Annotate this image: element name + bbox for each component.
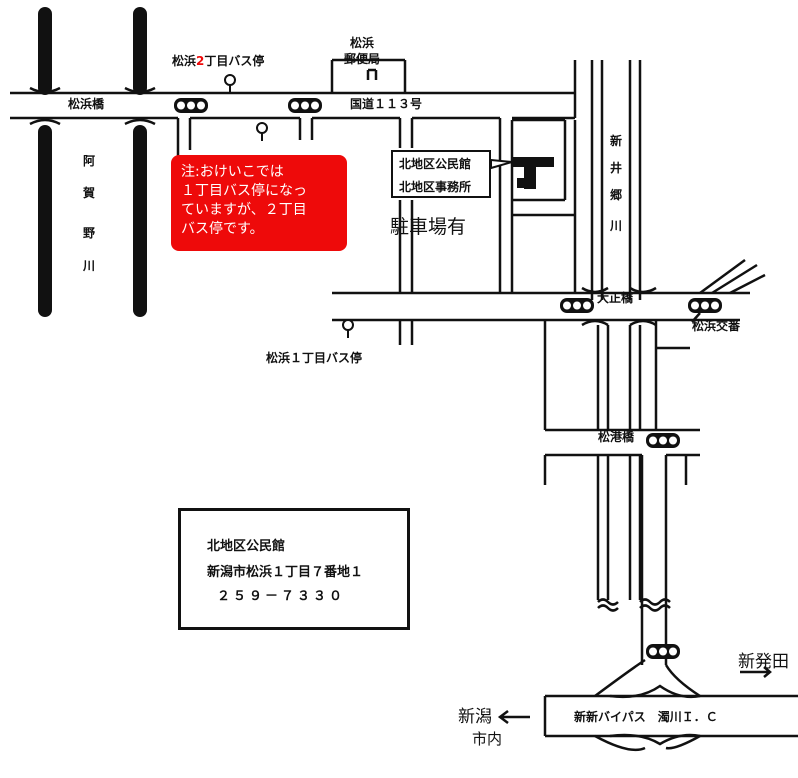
bus-stop-1-label: 松浜１丁目バス停 xyxy=(266,350,362,365)
parking-label: 駐車場有 xyxy=(390,216,466,238)
facility-address: 新潟市松浜１丁目７番地１ xyxy=(207,565,364,580)
traffic-signal-icon xyxy=(688,298,722,313)
shin-igo-river-char: 井 xyxy=(610,160,622,175)
aga-river-char: 野 xyxy=(83,226,95,240)
shin-igo-river-char: 川 xyxy=(609,219,622,233)
facility-phone: ２５９－７３３０ xyxy=(217,589,346,604)
post-office-road xyxy=(330,58,407,93)
note-line: １丁目バス停になっ xyxy=(181,183,307,199)
bypass-label: 新新バイパス 濁川Ｉ．Ｃ xyxy=(574,709,718,724)
bypass-road xyxy=(543,658,798,752)
post-office-label-1: 松浜 xyxy=(350,35,374,50)
bus-stop-icon xyxy=(342,319,354,338)
shin-igo-river-char: 郷 xyxy=(610,188,622,202)
traffic-signal-icon xyxy=(646,433,680,448)
niigata-label-2: 市内 xyxy=(472,730,502,748)
route-113-road xyxy=(10,86,575,126)
arrow-left-icon xyxy=(497,710,530,724)
traffic-signal-icon xyxy=(288,98,322,113)
taisho-bridge-road xyxy=(575,258,766,327)
traffic-signal-icon xyxy=(560,298,594,313)
note-line: ていますが、２丁目 xyxy=(181,202,307,218)
aga-river-char: 川 xyxy=(82,259,95,273)
matsuhama-bridge-label: 松浜橋 xyxy=(68,96,105,111)
bus-stop-icon xyxy=(256,122,268,141)
arrow-right-icon xyxy=(740,666,772,678)
note-callout: 注:おけいこでは １丁目バス停になっ ていますが、２丁目 バス停です。 xyxy=(171,155,347,251)
note-line: バス停です。 xyxy=(181,221,264,237)
shin-igo-river xyxy=(590,60,642,600)
post-office-label-2: 郵便局 xyxy=(344,51,380,66)
kominkan-site xyxy=(510,118,567,202)
jimusho-label: 北地区事務所 xyxy=(399,180,472,194)
bus-stop-2-label: 松浜2丁目バス停 xyxy=(172,53,264,68)
aga-river-char: 賀 xyxy=(82,185,95,200)
bus-stop-1-street xyxy=(332,291,575,322)
facility-name: 北地区公民館 xyxy=(207,539,286,554)
matsuko-bridge-label: 松港橋 xyxy=(598,429,635,444)
address-info-box: 北地区公民館 新潟市松浜１丁目７番地１ ２５９－７３３０ xyxy=(178,508,410,630)
office-label-box: 北地区公民館 北地区事務所 xyxy=(391,150,491,198)
shin-igo-river-char: 新 xyxy=(610,133,622,148)
traffic-signal-icon xyxy=(174,98,208,113)
kominkan-label: 北地区公民館 xyxy=(399,157,472,171)
traffic-signal-icon xyxy=(646,644,680,659)
aga-river-char: 阿 xyxy=(83,154,95,168)
break-marks xyxy=(597,598,671,612)
shibata-label: 新発田 xyxy=(738,652,789,672)
note-line: 注:おけいこでは xyxy=(181,164,284,180)
route-113-label: 国道１１３号 xyxy=(350,96,422,111)
bus-stop-icon xyxy=(224,74,236,93)
taisho-bridge-label: 大正橋 xyxy=(597,290,634,305)
koban-leader xyxy=(691,312,701,323)
koban-label: 松浜交番 xyxy=(692,318,741,333)
office-pointer xyxy=(490,158,513,170)
niigata-label-1: 新潟 xyxy=(458,707,492,727)
south-road xyxy=(543,320,700,665)
side-streets xyxy=(176,60,577,345)
